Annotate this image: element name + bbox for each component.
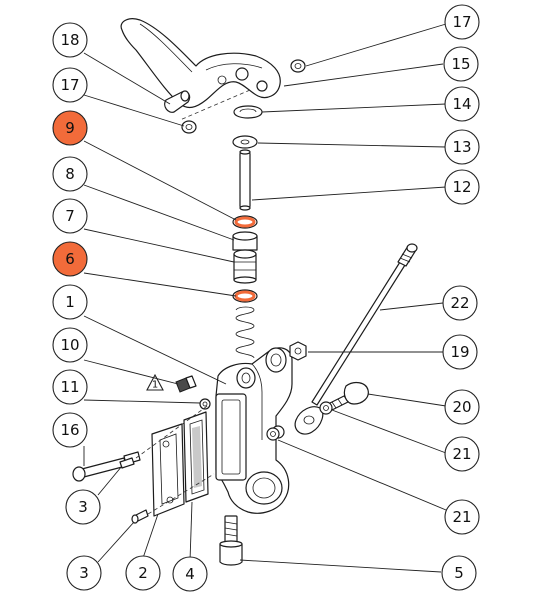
- callout-7: 7: [52, 198, 88, 234]
- callout-8: 8: [52, 156, 88, 192]
- banjo-bolt-part: [327, 381, 369, 411]
- bolt-part: [219, 515, 243, 566]
- screw-part: [119, 457, 135, 469]
- svg-text:10: 10: [60, 336, 79, 354]
- callout-11: 11: [52, 369, 88, 405]
- svg-text:7: 7: [65, 207, 75, 225]
- lever-part: [120, 18, 281, 109]
- callout-9: 9: [52, 110, 88, 146]
- callout-14: 14: [444, 86, 480, 122]
- svg-text:11: 11: [60, 378, 79, 396]
- callout-15: 15: [443, 46, 479, 82]
- svg-text:16: 16: [60, 421, 79, 439]
- svg-text:4: 4: [185, 565, 195, 583]
- callout-17: 17: [52, 67, 88, 103]
- diaphragm-part: [183, 411, 209, 503]
- svg-text:21: 21: [452, 445, 471, 463]
- pushrod-part: [239, 149, 251, 211]
- callout-21: 21: [444, 436, 480, 472]
- callout-16: 16: [52, 412, 88, 448]
- svg-text:1: 1: [152, 380, 158, 391]
- washer-part: [290, 59, 306, 73]
- callout-6: 6: [52, 241, 88, 277]
- reservoir-cover-part: [151, 423, 185, 517]
- callout-5: 5: [441, 555, 477, 591]
- pin-part: [164, 90, 191, 113]
- callout-12: 12: [444, 169, 480, 205]
- callout-3: 3: [65, 489, 101, 525]
- svg-text:14: 14: [452, 95, 471, 113]
- svg-text:21: 21: [452, 508, 471, 526]
- leader-lines: [83, 23, 447, 573]
- master-cylinder-body: [215, 347, 293, 514]
- callout-22: 22: [442, 285, 478, 321]
- washer-part: [232, 135, 258, 149]
- callout-21: 21: [444, 499, 480, 535]
- piston-part: [232, 231, 258, 284]
- svg-text:13: 13: [452, 138, 471, 156]
- callout-3: 3: [66, 555, 102, 591]
- callout-13: 13: [444, 129, 480, 165]
- assembly-guide-line: [135, 403, 211, 459]
- svg-text:20: 20: [452, 398, 471, 416]
- svg-text:17: 17: [452, 13, 471, 31]
- callout-2: 2: [125, 555, 161, 591]
- circlip-part: [233, 105, 263, 119]
- svg-text:1: 1: [65, 293, 75, 311]
- assembly-guide-line: [179, 89, 251, 121]
- seal-part: [232, 215, 258, 229]
- svg-text:3: 3: [79, 564, 89, 582]
- crush-washer-part: [266, 427, 280, 441]
- svg-text:22: 22: [450, 294, 469, 312]
- svg-text:18: 18: [60, 31, 79, 49]
- warning-triangle-icon: 1: [146, 373, 164, 391]
- svg-text:12: 12: [452, 178, 471, 196]
- callout-18: 18: [52, 22, 88, 58]
- svg-text:5: 5: [454, 564, 464, 582]
- set-screw-part: [175, 375, 197, 393]
- callout-10: 10: [52, 327, 88, 363]
- crush-washer-part: [319, 401, 333, 415]
- svg-text:6: 6: [65, 250, 75, 268]
- washer-part: [181, 120, 197, 134]
- seal-part: [232, 289, 258, 303]
- spring-part: [235, 306, 255, 359]
- screw-part: [131, 509, 149, 524]
- callout-1: 1: [52, 284, 88, 320]
- svg-text:15: 15: [451, 55, 470, 73]
- assembly-guide-line: [147, 473, 215, 515]
- callout-4: 4: [172, 556, 208, 592]
- callout-17: 17: [444, 4, 480, 40]
- svg-text:8: 8: [65, 165, 75, 183]
- screw-part: [72, 451, 141, 482]
- callout-20: 20: [444, 389, 480, 425]
- callouts: 17 15 14 13 12 22 19 20 21 21 5 18 17 9 …: [52, 4, 480, 592]
- svg-text:9: 9: [65, 119, 75, 137]
- svg-text:2: 2: [138, 564, 148, 582]
- nut-part: [289, 341, 307, 361]
- callout-19: 19: [442, 334, 478, 370]
- svg-text:17: 17: [60, 76, 79, 94]
- svg-text:19: 19: [450, 343, 469, 361]
- hose-part: [294, 243, 418, 435]
- svg-text:3: 3: [78, 498, 88, 516]
